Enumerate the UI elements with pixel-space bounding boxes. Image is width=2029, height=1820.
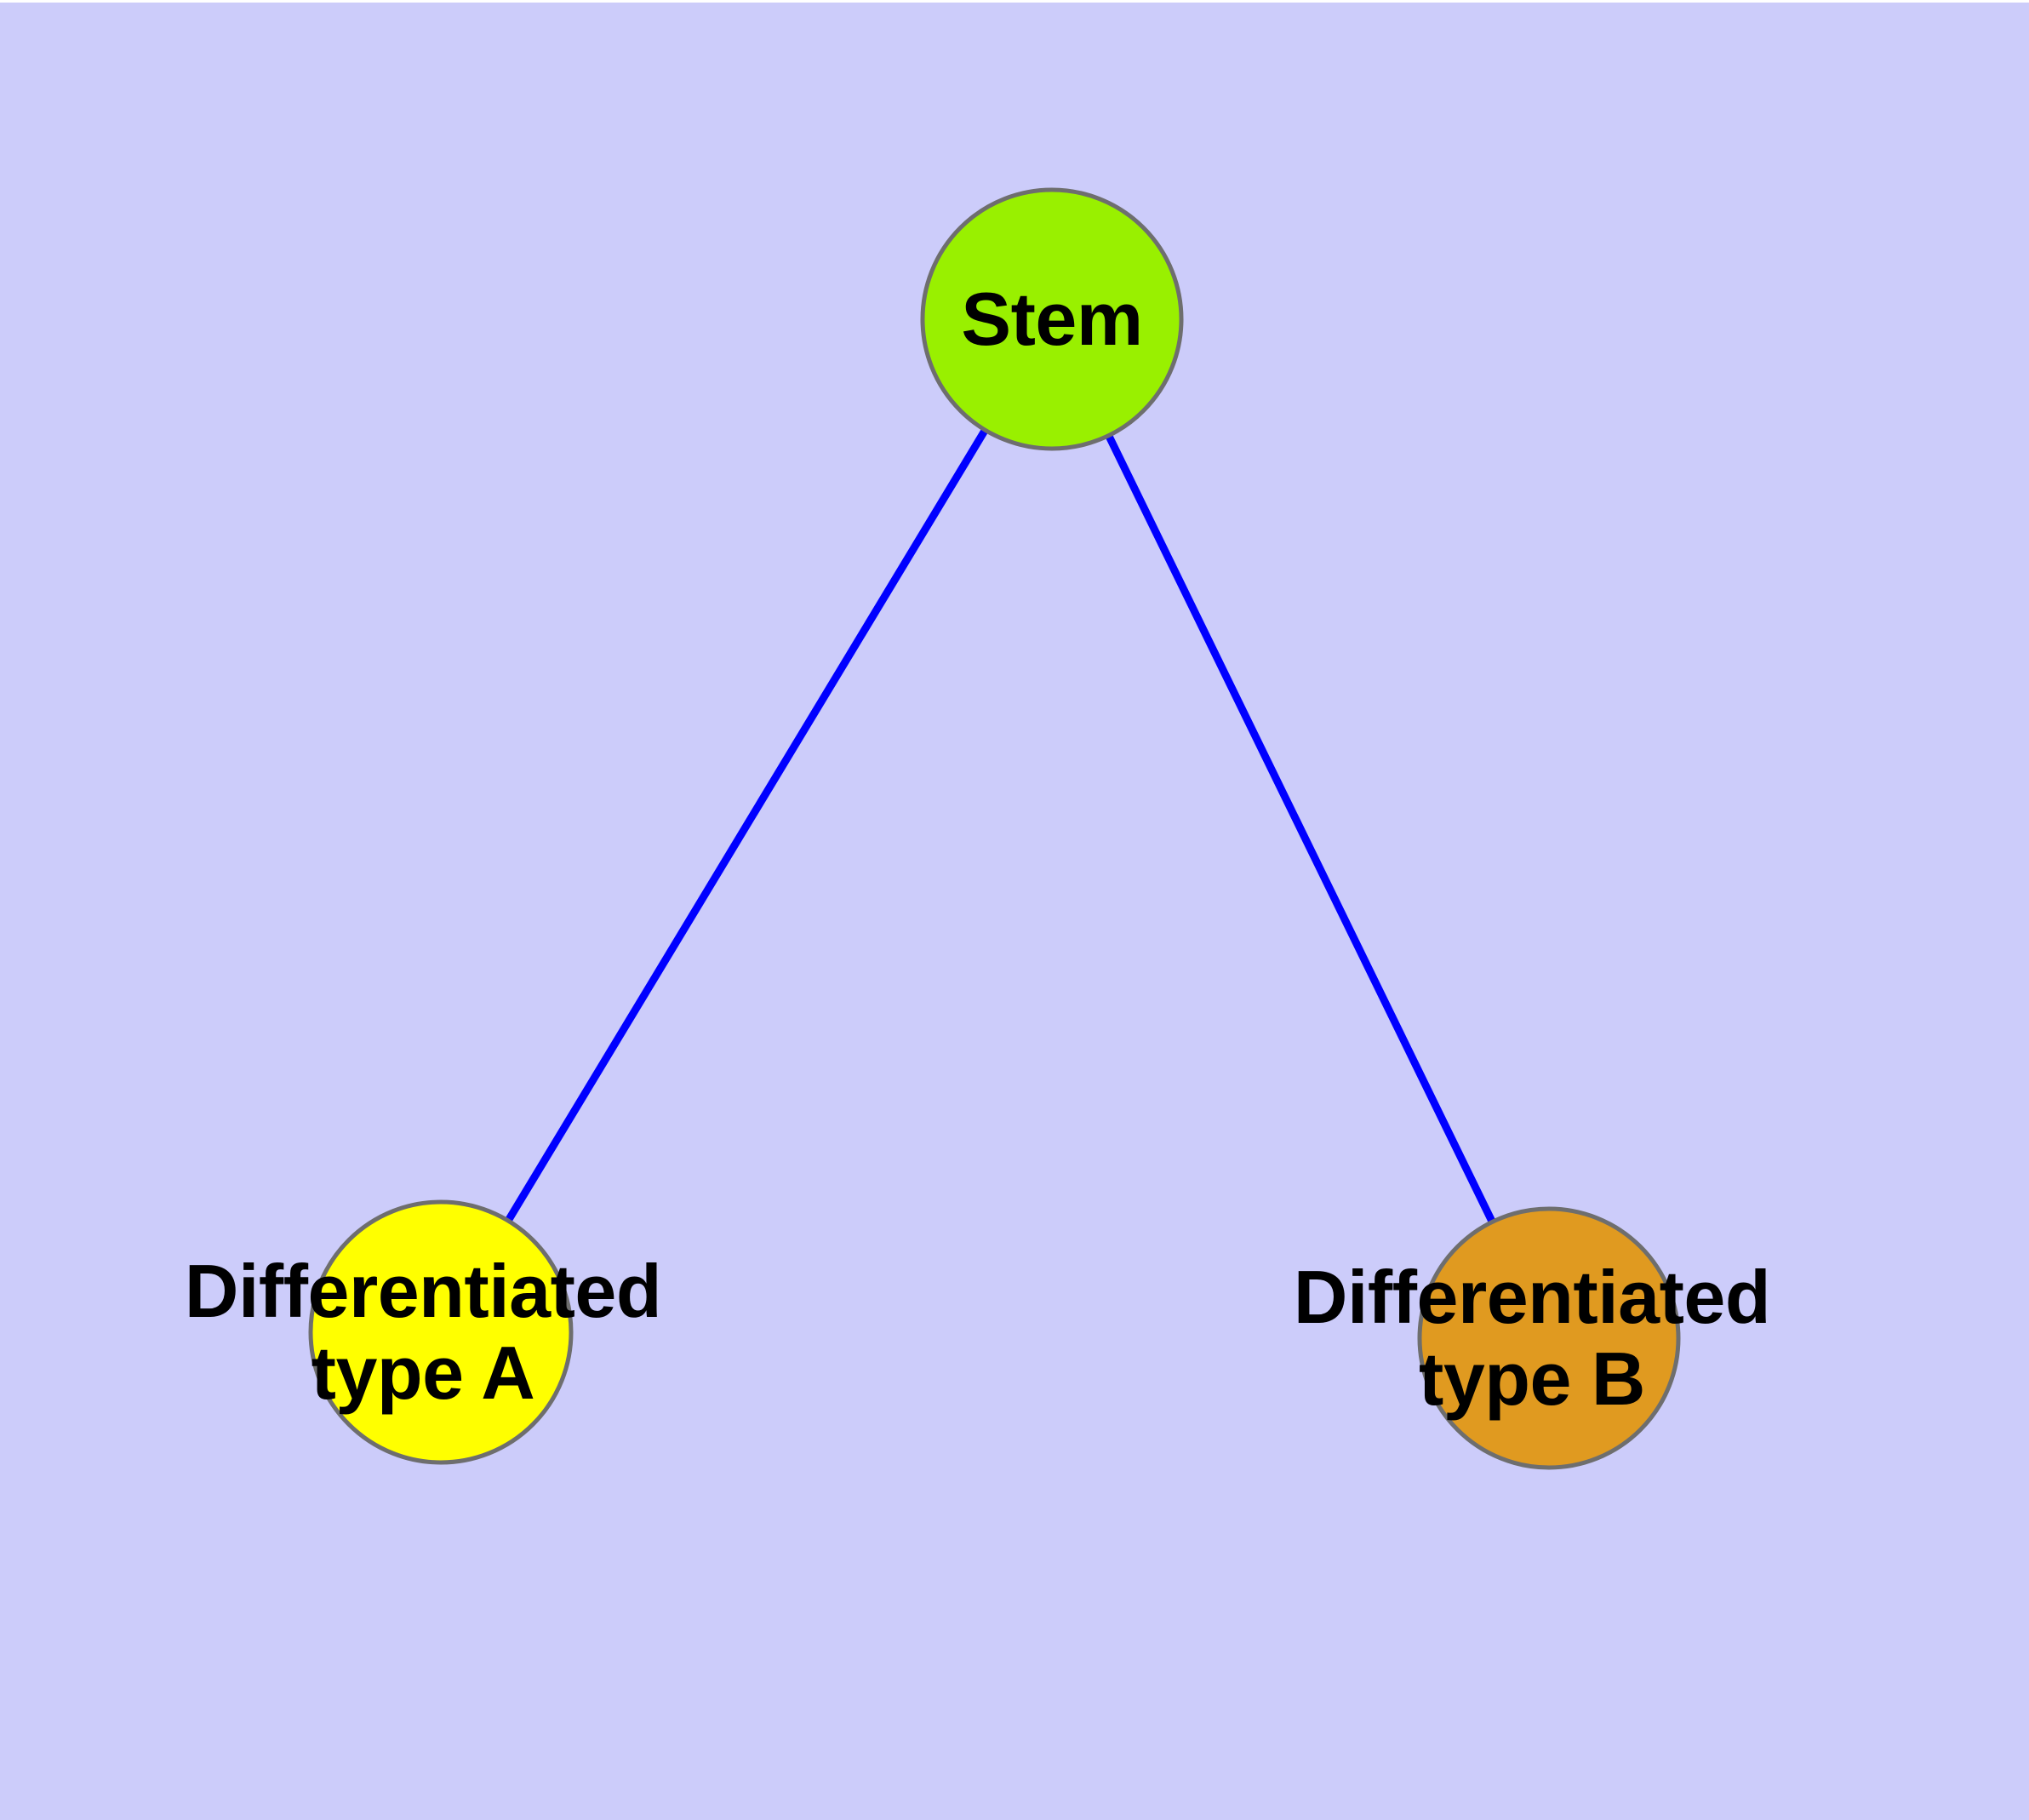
graph-node-stem[interactable] (920, 187, 1184, 451)
graph-node-diff-a[interactable] (308, 1199, 574, 1465)
node-layer (308, 187, 1681, 1470)
graph-edge[interactable] (1106, 435, 1495, 1222)
graph-node-diff-b[interactable] (1417, 1206, 1681, 1470)
graph-edge[interactable] (506, 429, 988, 1222)
edge-layer (506, 429, 1495, 1222)
